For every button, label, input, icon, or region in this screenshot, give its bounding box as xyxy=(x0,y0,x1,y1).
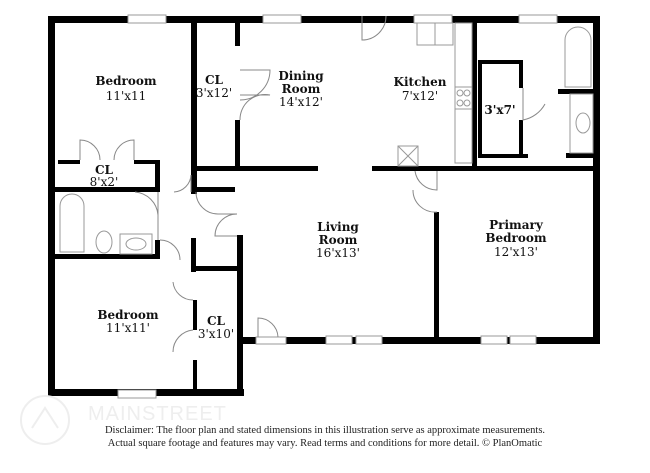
door-swing xyxy=(159,239,181,261)
room-name: CL xyxy=(207,314,226,328)
room-size: 14'x12' xyxy=(279,95,323,109)
room-size: 11'x11' xyxy=(106,321,150,335)
sink-icon xyxy=(125,237,147,251)
fixtures xyxy=(59,22,594,255)
room-name: CL xyxy=(95,163,114,177)
room-name: Room xyxy=(282,82,321,96)
window xyxy=(480,335,508,345)
window xyxy=(117,389,157,399)
door-swing xyxy=(239,94,271,121)
room-name: Primary xyxy=(489,218,544,232)
room-labels: Bedroom 11'x11 CL 3'x12' Dining Room 14'… xyxy=(90,69,547,341)
room-name: CL xyxy=(205,73,224,87)
disclaimer-line-2: Actual square footage and features may v… xyxy=(107,438,543,449)
room-size: 3'x12' xyxy=(196,86,232,100)
door-swing xyxy=(134,191,159,240)
door-swing xyxy=(79,139,101,161)
entry-door-threshold xyxy=(255,336,287,345)
room-size: 12'x13' xyxy=(494,245,538,259)
room-name: Living xyxy=(317,220,359,234)
sink-icon xyxy=(575,112,591,134)
room-size: 11'x11 xyxy=(106,89,147,103)
room-name: Bedroom xyxy=(485,231,546,245)
bathtub-icon xyxy=(564,26,592,88)
window xyxy=(127,14,167,24)
room-size: 16'x13' xyxy=(316,246,360,260)
disclaimer-line-1: Disclaimer: The floor plan and stated di… xyxy=(104,425,546,436)
windows xyxy=(117,14,558,399)
room-name: Kitchen xyxy=(394,75,447,89)
room-name: Dining xyxy=(278,69,324,83)
room-size: 3'x10' xyxy=(198,327,234,341)
door-swing xyxy=(239,69,271,101)
watermark-text: MAINSTREET xyxy=(88,403,227,425)
room-name: Room xyxy=(319,233,358,247)
window xyxy=(413,14,453,24)
vanity-icon xyxy=(119,233,153,255)
room-name: Bedroom xyxy=(95,74,156,88)
window xyxy=(262,14,302,24)
window xyxy=(325,335,353,345)
door-swing xyxy=(172,329,194,353)
room-name: Bedroom xyxy=(97,308,158,322)
window xyxy=(355,335,383,345)
door-swing xyxy=(172,281,194,301)
window xyxy=(518,14,558,24)
room-size: 8'x2' xyxy=(90,175,119,189)
door-swing xyxy=(361,15,387,41)
toilet-icon xyxy=(95,230,113,254)
watermark-logo-icon xyxy=(20,395,70,445)
vanity-icon xyxy=(569,93,594,154)
stove-icon xyxy=(454,86,473,110)
door-swing xyxy=(195,191,237,215)
door-swing xyxy=(173,174,192,193)
room-size: 7'x12' xyxy=(402,89,438,103)
fridge-icon xyxy=(397,145,419,167)
door-swing xyxy=(113,139,135,161)
door-swing xyxy=(214,213,238,237)
window xyxy=(509,335,537,345)
door-swing xyxy=(522,88,546,121)
door-swing xyxy=(257,317,279,338)
doors xyxy=(79,15,546,353)
room-size: 3'x7' xyxy=(484,103,515,117)
door-swing xyxy=(412,170,438,213)
bathtub-icon xyxy=(59,193,85,253)
